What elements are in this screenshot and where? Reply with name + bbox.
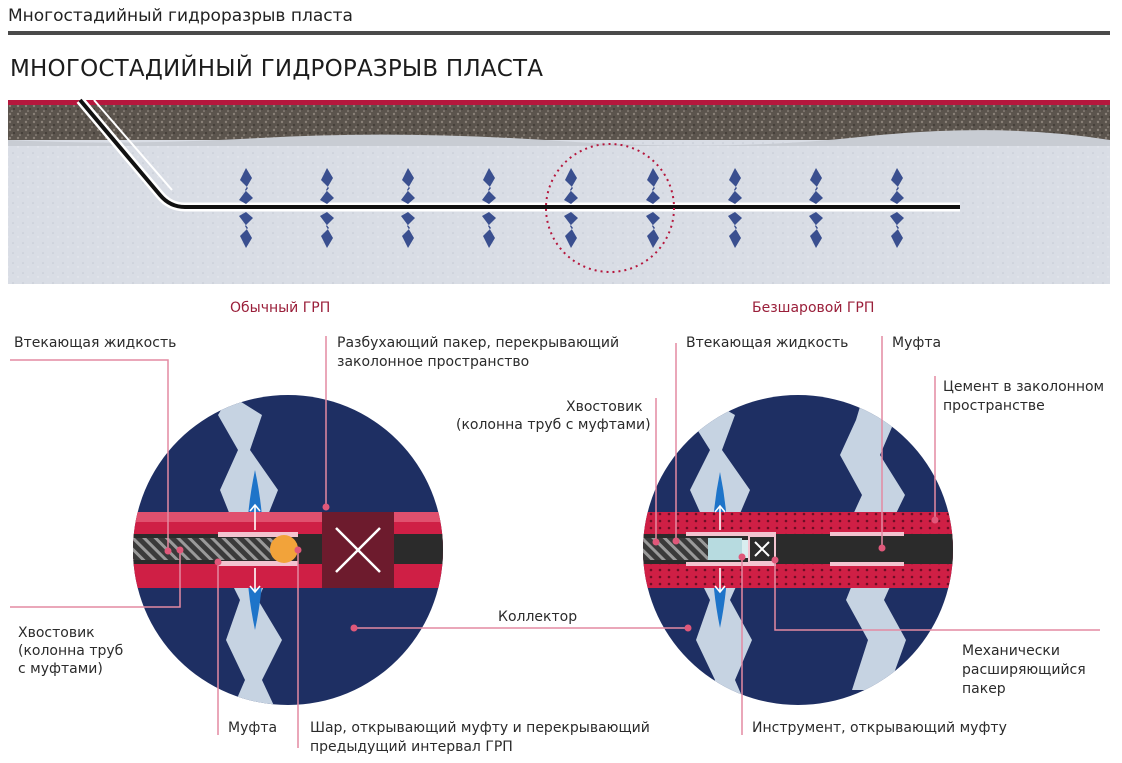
- label-swell-packer-1: Разбухающий пакер, перекрывающий: [337, 334, 619, 352]
- label-liner-left-3: с муфтами): [18, 660, 103, 678]
- opening-tool: [708, 538, 742, 560]
- sleeve-bottom-right-2: [830, 562, 904, 566]
- ballless-frac-detail: [630, 395, 970, 710]
- sleeve-top-right-2: [830, 532, 904, 536]
- label-sleeve-right: Муфта: [892, 334, 941, 352]
- subtitle-conventional: Обычный ГРП: [230, 300, 330, 316]
- label-swell-packer-2: заколонное пространство: [337, 353, 529, 371]
- label-mech-packer-3: пакер: [962, 680, 1006, 698]
- label-mech-packer-1: Механически: [962, 642, 1060, 660]
- label-mech-packer-2: расширяющийся: [962, 661, 1086, 679]
- surface-line: [8, 100, 1110, 105]
- label-cement-2: пространстве: [943, 397, 1045, 415]
- label-collector: Коллектор: [498, 608, 577, 626]
- label-ball-1: Шар, открывающий муфту и перекрывающий: [310, 719, 650, 737]
- label-inflow-left: Втекающая жидкость: [14, 334, 176, 352]
- label-liner-right-1: Хвостовик: [566, 398, 643, 416]
- sleeve-bottom-right-1: [686, 562, 776, 566]
- label-liner-right-2: (колонна труб с муфтами): [456, 416, 651, 434]
- label-inflow-right: Втекающая жидкость: [686, 334, 848, 352]
- label-liner-left-1: Хвостовик: [18, 624, 95, 642]
- ball: [270, 535, 298, 563]
- label-opening-tool: Инструмент, открывающий муфту: [752, 719, 1007, 737]
- liner-hatch-left: [130, 538, 285, 560]
- label-sleeve-left: Муфта: [228, 719, 277, 737]
- label-liner-left-2: (колонна труб: [18, 642, 123, 660]
- subtitle-ballless: Безшаровой ГРП: [752, 300, 874, 316]
- well-banner: [8, 100, 1110, 284]
- label-cement-1: Цемент в заколонном: [943, 378, 1104, 396]
- label-ball-2: предыдущий интервал ГРП: [310, 738, 513, 756]
- sleeve-top-right-1: [686, 532, 776, 536]
